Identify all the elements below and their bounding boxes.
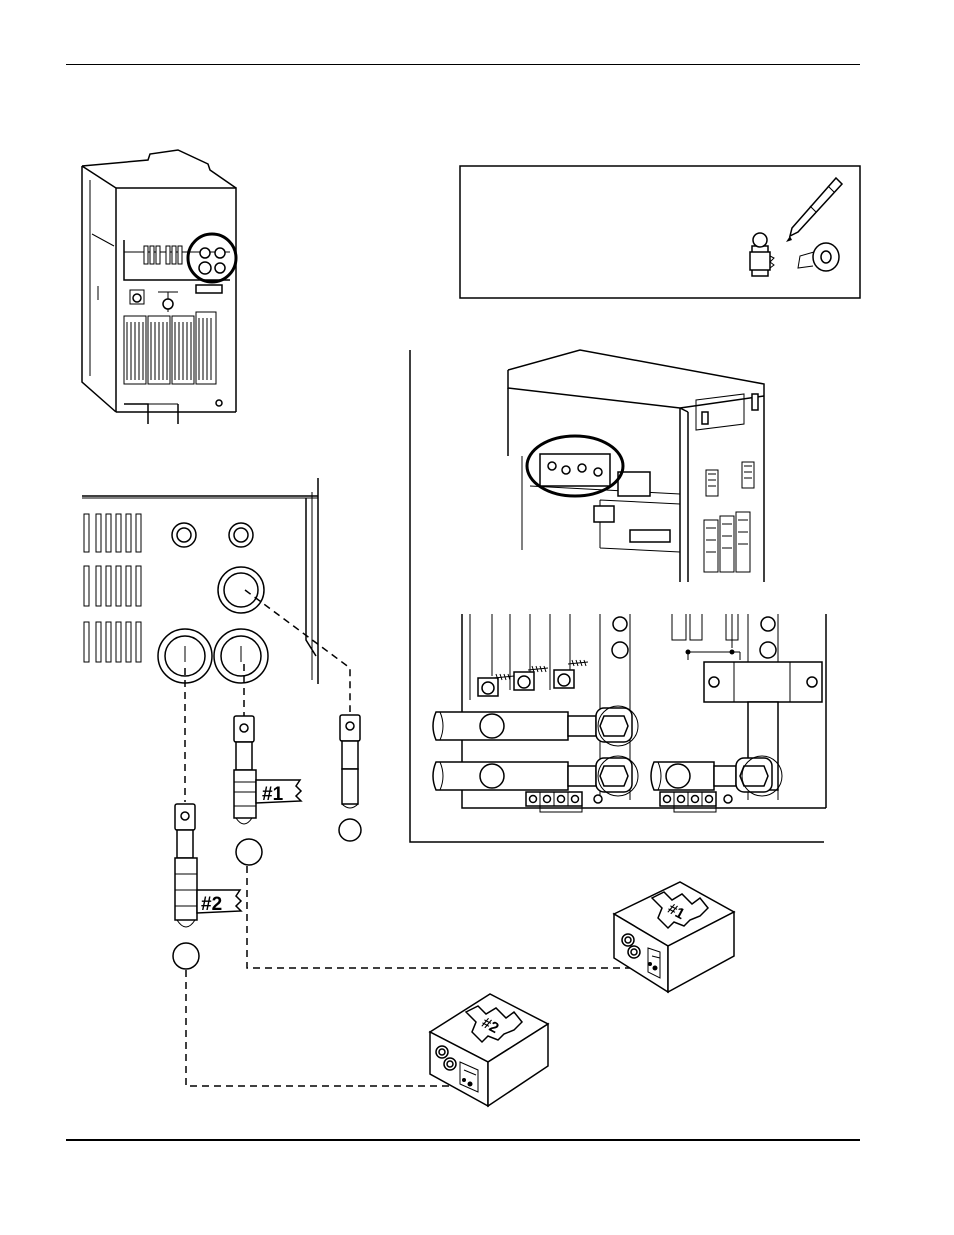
remote-box-2: #2	[428, 993, 550, 1108]
power-supply-rear-view	[81, 149, 238, 424]
lead-1-tag	[255, 779, 303, 804]
lead-2-tag-text: #2	[201, 894, 222, 915]
terminal-screws	[477, 659, 589, 697]
terminal-blocks	[525, 791, 733, 813]
panel-vent-slots	[83, 513, 142, 663]
remote-box-1: #1	[612, 881, 736, 994]
console-side-vents	[703, 461, 755, 573]
lead-2: #2	[172, 803, 243, 970]
header-rule	[66, 64, 860, 65]
remote-box-1-tag-text: #1	[665, 900, 688, 923]
lead-2-tag	[196, 889, 243, 914]
small-fittings	[171, 522, 254, 548]
remote-box-2-tag-text: #2	[479, 1014, 502, 1037]
remote-box-2-tag	[464, 1005, 524, 1044]
terminal-detail-closeup	[432, 614, 827, 813]
large-receptacles	[157, 566, 269, 684]
tape-roll-icon	[797, 242, 840, 272]
footer-rule	[66, 1139, 860, 1141]
pen-icon	[786, 176, 844, 242]
lead-1-tag-text: #1	[262, 784, 284, 805]
wrapped-lead-icon	[749, 232, 775, 277]
lead-1: #1	[233, 715, 303, 866]
cable-routes	[184, 589, 632, 1087]
terminal-cables	[432, 705, 783, 797]
rear-upper-vents	[143, 245, 183, 265]
internal-terminal-highlight-circle	[525, 434, 625, 498]
rear-connector-highlight-circle	[186, 232, 238, 284]
connector-panel-closeup	[82, 478, 319, 684]
label-instruction-box	[459, 165, 861, 299]
rear-lower-vents	[123, 311, 217, 385]
remote-box-1-tag	[650, 891, 710, 930]
console-internal-view	[409, 349, 824, 843]
lead-right	[338, 714, 362, 842]
